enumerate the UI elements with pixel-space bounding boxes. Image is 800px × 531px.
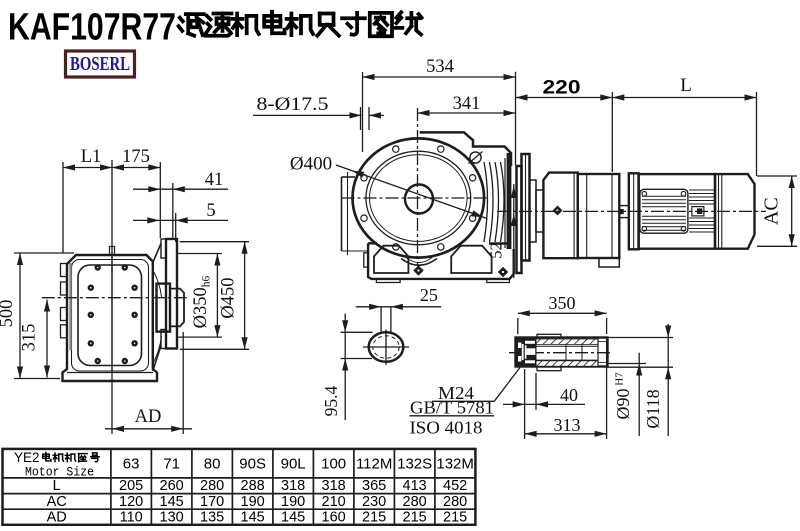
svg-text:Ø400: Ø400 bbox=[290, 154, 332, 175]
svg-text:110: 110 bbox=[120, 510, 143, 526]
svg-text:95.4: 95.4 bbox=[321, 385, 341, 416]
svg-text:170: 170 bbox=[200, 494, 224, 510]
svg-text:318: 318 bbox=[281, 478, 305, 494]
svg-text:280: 280 bbox=[403, 494, 427, 510]
svg-text:BOSERL: BOSERL bbox=[70, 54, 130, 75]
svg-text:215: 215 bbox=[362, 510, 386, 526]
svg-text:Ø450: Ø450 bbox=[219, 277, 239, 318]
svg-text:AC: AC bbox=[761, 197, 783, 225]
svg-text:210: 210 bbox=[322, 494, 346, 510]
svg-text:215: 215 bbox=[403, 510, 427, 526]
svg-text:452: 452 bbox=[443, 478, 467, 494]
svg-text:130: 130 bbox=[160, 510, 184, 526]
svg-text:215: 215 bbox=[443, 510, 467, 526]
svg-text:315: 315 bbox=[20, 324, 40, 352]
svg-text:145: 145 bbox=[241, 510, 265, 526]
svg-text:280: 280 bbox=[443, 494, 467, 510]
svg-text:KAF107R77: KAF107R77 bbox=[8, 7, 176, 49]
svg-text:41: 41 bbox=[205, 170, 224, 190]
svg-text:Ø118: Ø118 bbox=[643, 389, 663, 428]
svg-text:52: 52 bbox=[487, 242, 506, 259]
svg-text:L: L bbox=[53, 478, 61, 494]
svg-text:63: 63 bbox=[123, 456, 140, 473]
svg-text:288: 288 bbox=[241, 478, 265, 494]
svg-text:120: 120 bbox=[119, 494, 143, 510]
svg-text:175: 175 bbox=[122, 147, 150, 167]
svg-text:YE2: YE2 bbox=[14, 450, 40, 465]
svg-text:5: 5 bbox=[206, 201, 215, 221]
svg-text:350: 350 bbox=[549, 293, 576, 313]
svg-text:190: 190 bbox=[281, 494, 305, 510]
svg-text:132S: 132S bbox=[397, 456, 432, 473]
svg-text:25: 25 bbox=[420, 285, 438, 305]
svg-text:500: 500 bbox=[0, 300, 17, 328]
svg-text:365: 365 bbox=[362, 478, 386, 494]
svg-text:40: 40 bbox=[560, 385, 578, 405]
svg-text:ISO 4018: ISO 4018 bbox=[410, 418, 483, 438]
svg-text:71: 71 bbox=[163, 456, 180, 473]
svg-text:220: 220 bbox=[543, 78, 581, 99]
svg-text:AD: AD bbox=[135, 407, 162, 427]
svg-text:AD: AD bbox=[47, 510, 67, 526]
svg-text:132M: 132M bbox=[436, 456, 474, 473]
svg-text:8-Ø17.5: 8-Ø17.5 bbox=[257, 94, 329, 115]
svg-text:413: 413 bbox=[403, 478, 427, 494]
svg-text:205: 205 bbox=[119, 478, 143, 494]
svg-text:M24: M24 bbox=[438, 383, 474, 403]
svg-text:145: 145 bbox=[160, 494, 184, 510]
svg-text:L1: L1 bbox=[81, 147, 102, 167]
svg-text:90S: 90S bbox=[239, 456, 266, 473]
svg-text:135: 135 bbox=[200, 510, 224, 526]
svg-text:534: 534 bbox=[426, 57, 454, 77]
svg-text:280: 280 bbox=[200, 478, 224, 494]
svg-text:Motor Size: Motor Size bbox=[25, 465, 94, 479]
svg-text:Ø350h6: Ø350h6 bbox=[191, 275, 213, 328]
svg-text:100: 100 bbox=[321, 456, 346, 473]
svg-text:313: 313 bbox=[554, 415, 581, 435]
svg-text:GB/T 5781: GB/T 5781 bbox=[410, 398, 494, 418]
svg-text:145: 145 bbox=[281, 510, 305, 526]
svg-text:260: 260 bbox=[160, 478, 184, 494]
svg-text:318: 318 bbox=[322, 478, 346, 494]
svg-text:230: 230 bbox=[362, 494, 386, 510]
svg-text:80: 80 bbox=[204, 456, 221, 473]
svg-text:AC: AC bbox=[47, 494, 67, 510]
svg-text:341: 341 bbox=[453, 94, 481, 114]
svg-text:L: L bbox=[680, 75, 692, 96]
svg-text:90L: 90L bbox=[281, 456, 306, 473]
svg-text:112M: 112M bbox=[356, 456, 392, 473]
svg-text:160: 160 bbox=[322, 510, 346, 526]
svg-text:190: 190 bbox=[241, 494, 265, 510]
svg-text:Ø90: Ø90 bbox=[613, 389, 633, 420]
svg-text:H7: H7 bbox=[614, 372, 626, 386]
